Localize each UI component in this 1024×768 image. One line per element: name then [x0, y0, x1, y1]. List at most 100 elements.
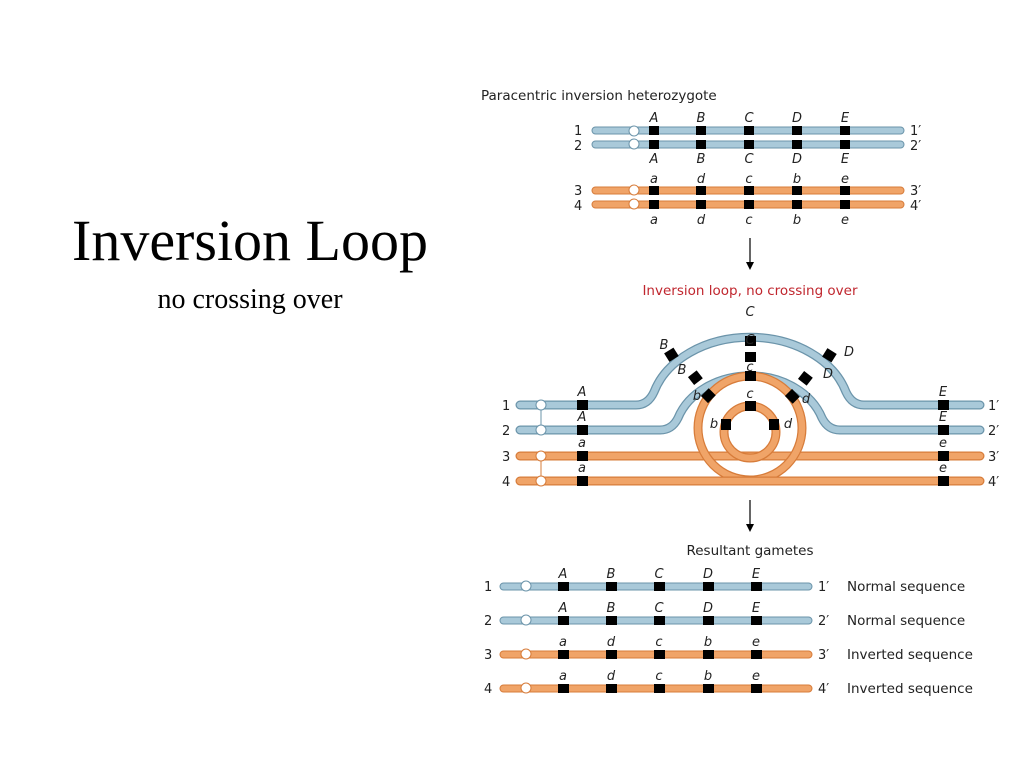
gene-label: E — [841, 111, 850, 126]
chromatid-label: 4 — [502, 475, 510, 490]
gene-label: c — [655, 669, 662, 684]
gene-label: B — [660, 338, 669, 353]
gene-label: b — [693, 389, 701, 404]
gene-label: c — [745, 172, 752, 187]
gene-label: C — [744, 111, 754, 126]
gene-label: B — [697, 152, 706, 167]
gamete-description: Normal sequence — [847, 579, 965, 595]
gene-label: B — [697, 111, 706, 126]
gamete-label: 1′ — [818, 580, 829, 595]
chromatid-label: 4′ — [910, 199, 921, 214]
chromatid-label: 1 — [502, 399, 510, 414]
gene-label: b — [793, 213, 801, 228]
chromatid-label: 2 — [574, 139, 582, 154]
gamete-description: Normal sequence — [847, 613, 965, 629]
slide-subtitle: no crossing over — [157, 284, 343, 315]
gene-label: c — [746, 360, 753, 375]
gene-label: A — [558, 567, 568, 582]
gamete-label: 2′ — [818, 614, 829, 629]
gene-label: D — [844, 345, 854, 360]
chromatid-label: 1′ — [910, 124, 921, 139]
gene-label: E — [939, 410, 948, 425]
top-chromatid-1 — [591, 125, 905, 137]
gene-label: e — [939, 436, 947, 451]
gene-label: E — [939, 385, 948, 400]
chromatid-label: 3 — [574, 184, 582, 199]
gene-label: a — [650, 172, 658, 187]
gene-label: d — [607, 635, 616, 650]
chromatid-label: 2′ — [988, 424, 999, 439]
gene-label: c — [745, 213, 752, 228]
heterozygote-title: Paracentric inversion heterozygote — [481, 88, 717, 104]
gene-label: A — [558, 601, 568, 616]
chromatid-label: 3′ — [988, 450, 999, 465]
inversion-loop: C B D C B D c b d c b d A A a a E E e e … — [502, 305, 999, 490]
gene-label: D — [703, 567, 713, 582]
gene-label: d — [697, 172, 706, 187]
top-chromatid-2 — [591, 138, 905, 150]
down-arrow-1 — [746, 238, 754, 270]
gamete-row-1: A B C D E 1 1′ Normal sequence — [484, 567, 965, 595]
gene-label: a — [650, 213, 658, 228]
gamete-label: 4′ — [818, 682, 829, 697]
gene-label: A — [649, 111, 659, 126]
gene-label: e — [752, 635, 760, 650]
gene-label: A — [577, 410, 587, 425]
gene-label: d — [607, 669, 616, 684]
gene-label: E — [841, 152, 850, 167]
gamete-label: 3 — [484, 648, 492, 663]
gene-label: d — [802, 392, 811, 407]
gene-label: e — [939, 461, 947, 476]
gamete-description: Inverted sequence — [847, 681, 973, 697]
gamete-description: Inverted sequence — [847, 647, 973, 663]
chromatid-label: 2′ — [910, 139, 921, 154]
gene-label: a — [578, 436, 586, 451]
top-chromatid-4 — [591, 198, 905, 210]
chromatid-label: 3 — [502, 450, 510, 465]
chromatid-label: 3′ — [910, 184, 921, 199]
gamete-row-2: A B C D E 2 2′ Normal sequence — [484, 601, 965, 629]
gene-label: E — [752, 601, 761, 616]
gamete-label: 3′ — [818, 648, 829, 663]
loop-title: Inversion loop, no crossing over — [642, 283, 858, 299]
gene-label: b — [793, 172, 801, 187]
down-arrow-2 — [746, 500, 754, 532]
gene-label: B — [607, 567, 616, 582]
gene-label: b — [704, 669, 712, 684]
gene-label: A — [649, 152, 659, 167]
chromatid-label: 4 — [574, 199, 582, 214]
gamete-row-4: a d c b e 4 4′ Inverted sequence — [484, 669, 973, 697]
gene-label: c — [655, 635, 662, 650]
gene-label: c — [746, 387, 753, 402]
gene-label: a — [559, 635, 567, 650]
gene-label: b — [710, 417, 718, 432]
gene-label: D — [792, 111, 802, 126]
gene-label: C — [745, 333, 755, 348]
gamete-label: 2 — [484, 614, 492, 629]
loop-circle-4 — [720, 402, 780, 462]
chromatid-label: 4′ — [988, 475, 999, 490]
top-inverted-labels-below: a d c b e — [650, 213, 849, 228]
slide-title: Inversion Loop — [72, 208, 428, 273]
gene-label: d — [784, 417, 793, 432]
gene-label: C — [654, 567, 664, 582]
chromatid-label: 1 — [574, 124, 582, 139]
gamete-label: 4 — [484, 682, 492, 697]
top-chromatid-3 — [591, 184, 905, 196]
gene-label: e — [841, 172, 849, 187]
gene-label: b — [704, 635, 712, 650]
gene-label: C — [744, 152, 754, 167]
gamete-row-3: a d c b e 3 3′ Inverted sequence — [484, 635, 973, 663]
gene-label: C — [654, 601, 664, 616]
gene-label: D — [823, 367, 833, 382]
gene-label: e — [841, 213, 849, 228]
chromatid-label: 2 — [502, 424, 510, 439]
gamete-label: 1 — [484, 580, 492, 595]
gene-label: D — [703, 601, 713, 616]
gametes-title: Resultant gametes — [686, 543, 813, 559]
gene-label: B — [607, 601, 616, 616]
gene-label: D — [792, 152, 802, 167]
top-normal-labels-below: A B C D E — [649, 152, 850, 167]
gene-label: C — [745, 305, 755, 320]
